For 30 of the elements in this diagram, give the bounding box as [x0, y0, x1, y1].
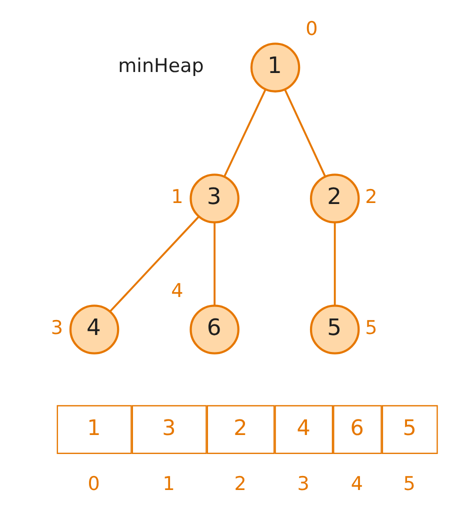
node-label: 5: [364, 317, 377, 340]
node-label: 0: [87, 473, 100, 496]
node-circle: 3: [189, 174, 239, 224]
node-label: 3: [50, 317, 62, 340]
connector: [333, 222, 336, 306]
node-label: 3: [296, 473, 309, 496]
node-box: 6: [332, 405, 382, 454]
node-label: 5: [402, 473, 415, 496]
node-circle: 1: [250, 42, 300, 92]
label: minHeap: [118, 55, 204, 78]
node-box: 2: [206, 405, 274, 454]
node-label: 2: [234, 473, 246, 496]
connector: [284, 89, 326, 177]
connector: [108, 216, 200, 312]
connector: [213, 222, 216, 306]
node-circle: 4: [68, 304, 119, 354]
node-box: 3: [131, 405, 206, 454]
node-label: 4: [170, 280, 183, 302]
node-circle: 2: [309, 174, 360, 224]
node-box: 5: [381, 405, 438, 454]
node-circle: 5: [309, 304, 360, 354]
node-label: 0: [305, 18, 318, 40]
node-label: 1: [162, 473, 174, 496]
node-box: 1: [56, 405, 132, 454]
node-box: 4: [274, 405, 333, 454]
node-label: 1: [170, 186, 183, 208]
node-label: 4: [350, 473, 363, 496]
node-circle: 6: [189, 304, 239, 354]
node-label: 2: [364, 186, 377, 208]
connector: [222, 89, 266, 178]
